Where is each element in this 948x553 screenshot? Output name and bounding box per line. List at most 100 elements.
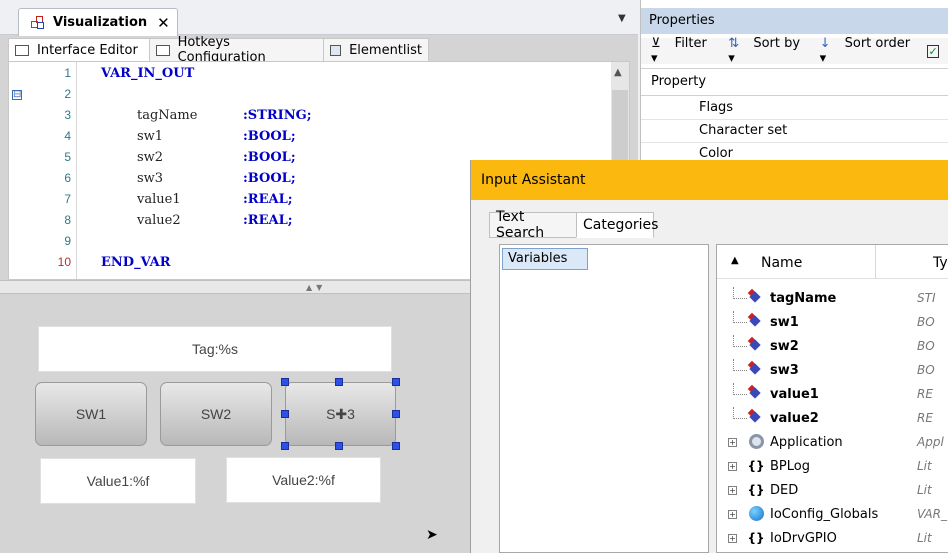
sort-order-button[interactable]: ↓ Sort order ▾: [820, 36, 918, 66]
braces-icon: {}: [747, 483, 765, 497]
tree-item-type: RE: [917, 387, 933, 401]
expand-icon[interactable]: +: [728, 438, 737, 447]
element-list-icon: [330, 44, 342, 56]
tree-item-name: value2: [770, 411, 819, 426]
selection-handle[interactable]: [392, 442, 400, 450]
selection-handle[interactable]: [392, 410, 400, 418]
filter-button[interactable]: ⊻ Filter ▾: [651, 36, 718, 66]
code-type: :REAL;: [243, 192, 293, 207]
scrollbar-thumb[interactable]: [612, 90, 628, 160]
tree-item-name: tagName: [770, 291, 837, 306]
tab-elementlist[interactable]: Elementlist: [323, 38, 429, 62]
tab-interface-editor[interactable]: Interface Editor: [8, 38, 150, 62]
expand-icon[interactable]: +: [728, 486, 737, 495]
tree-item-name: sw1: [770, 315, 799, 330]
splitter-arrows-icon: ▲▼: [306, 283, 327, 292]
tree-connector: [733, 407, 747, 419]
tag-label-element[interactable]: Tag:%s: [38, 326, 392, 372]
tab-categories[interactable]: Categories: [576, 212, 658, 238]
variable-icon: [747, 288, 765, 306]
tab-title: Visualization: [53, 15, 148, 30]
code-keyword: END_VAR: [101, 255, 171, 270]
line-number: 5: [64, 150, 71, 164]
sort-ascending-icon[interactable]: ▲: [731, 255, 739, 266]
gear-icon: [747, 434, 765, 450]
property-row-character-set[interactable]: Character set: [641, 120, 948, 143]
tree-item[interactable]: + {} BPLog Lit: [717, 455, 948, 479]
selection-handle[interactable]: [335, 378, 343, 386]
scroll-up-icon[interactable]: ▲: [614, 67, 622, 78]
category-variables[interactable]: Variables: [502, 248, 588, 270]
name-column-header[interactable]: Name: [761, 255, 803, 271]
sw3-button[interactable]: S✚3: [285, 382, 396, 446]
tree-connector: [733, 359, 747, 371]
tree-item-type: BO: [917, 315, 935, 329]
line-number: 4: [64, 129, 71, 143]
code-type: :STRING;: [243, 108, 312, 123]
value2-label-element[interactable]: Value2:%f: [226, 457, 381, 503]
line-number: 9: [64, 234, 71, 248]
sort-order-icon: ↓: [819, 36, 835, 51]
tree-item-name: sw2: [770, 339, 799, 354]
tree-item[interactable]: + Application Appl: [717, 431, 948, 455]
fold-toggle-icon[interactable]: ⊟: [12, 89, 22, 100]
sw1-button[interactable]: SW1: [35, 382, 147, 446]
tab-visualization[interactable]: Visualization ✕: [18, 8, 178, 36]
expand-icon[interactable]: +: [728, 462, 737, 471]
chevron-down-icon[interactable]: ▼: [618, 13, 626, 24]
document-tab-strip: Visualization ✕ ▼: [0, 0, 638, 36]
value1-label-element[interactable]: Value1:%f: [40, 458, 196, 504]
selection-handle[interactable]: [335, 442, 343, 450]
code-variable: value2: [137, 213, 181, 228]
properties-title: Properties: [641, 8, 948, 34]
tab-hotkeys-configuration[interactable]: Hotkeys Configuration: [149, 35, 324, 65]
selection-handle[interactable]: [281, 410, 289, 418]
tree-connector: [733, 311, 747, 323]
sw2-button[interactable]: SW2: [160, 382, 272, 446]
code-type: :BOOL;: [243, 129, 296, 144]
tree-item-name: value1: [770, 387, 819, 402]
code-variable: sw3: [137, 171, 164, 186]
tree-item[interactable]: sw1 BO: [717, 311, 948, 335]
properties-toolbar: ⊻ Filter ▾ ⇅ Sort by ▾ ↓ Sort order ▾ ✓: [641, 36, 948, 66]
tree-item-type: Lit: [917, 459, 932, 473]
tree-header: ▲ Name Ty: [717, 245, 948, 279]
code-type: :REAL;: [243, 213, 293, 228]
expand-icon[interactable]: +: [728, 510, 737, 519]
code-keyword: VAR_IN_OUT: [101, 66, 195, 81]
tree-item-name: Application: [770, 435, 843, 450]
tree-item-type: Lit: [917, 531, 932, 545]
variable-icon: [747, 384, 765, 402]
sort-by-button[interactable]: ⇅ Sort by ▾: [728, 36, 809, 66]
variable-icon: [747, 360, 765, 378]
tree-item[interactable]: value1 RE: [717, 383, 948, 407]
expand-icon[interactable]: +: [728, 534, 737, 543]
column-divider[interactable]: [875, 245, 876, 279]
property-row-flags[interactable]: Flags: [641, 97, 948, 120]
braces-icon: {}: [747, 459, 765, 473]
tree-item-name: BPLog: [770, 459, 810, 474]
close-icon[interactable]: ✕: [157, 13, 170, 32]
checkbox-icon[interactable]: ✓: [927, 44, 939, 58]
selection-handle[interactable]: [392, 378, 400, 386]
tree-item-type: Appl: [917, 435, 944, 449]
mouse-cursor-icon: ➤: [426, 527, 438, 543]
selection-handle[interactable]: [281, 442, 289, 450]
tree-item-name: DED: [770, 483, 799, 498]
tab-text-search[interactable]: Text Search: [489, 209, 577, 241]
filter-icon: ⊻: [651, 36, 665, 51]
selection-handle[interactable]: [281, 378, 289, 386]
type-column-header[interactable]: Ty: [933, 255, 948, 271]
property-column-header[interactable]: Property: [641, 68, 948, 96]
code-variable: sw2: [137, 150, 164, 165]
gutter-divider: [76, 62, 77, 279]
tab-label: Elementlist: [349, 42, 422, 58]
tab-label: Interface Editor: [37, 42, 138, 58]
